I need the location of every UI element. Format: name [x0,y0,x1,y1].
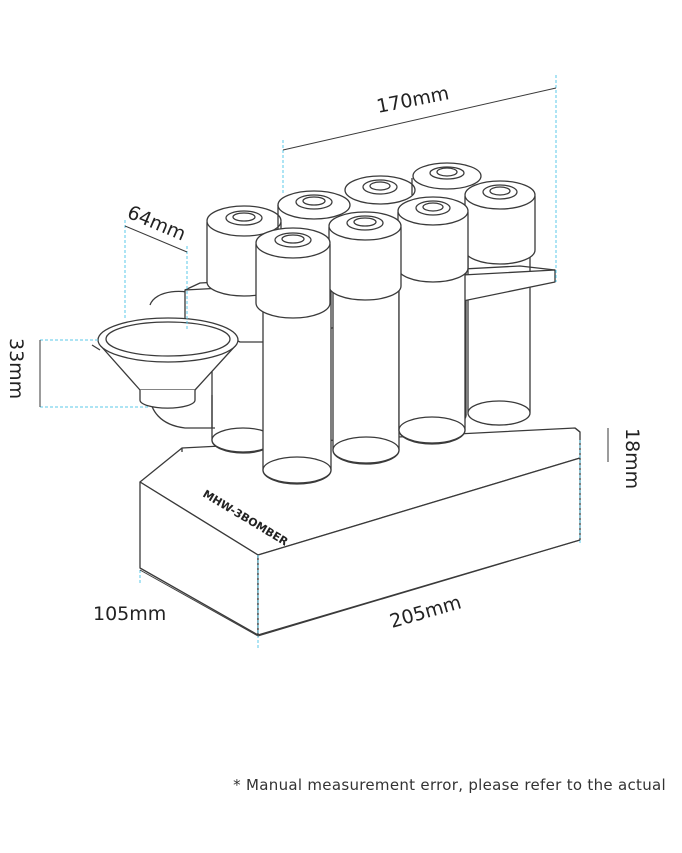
dimension-guides [40,75,581,650]
dimension-lines [39,87,609,637]
cap-mid-right [397,196,469,283]
cap-back-2 [277,190,351,230]
cap-right [464,180,536,265]
measurement-footnote: * Manual measurement error, please refer… [233,776,666,794]
cap-back-4 [411,162,482,195]
label-33mm: 33mm [5,338,27,399]
cap-back-3 [344,175,416,205]
label-205mm: 205mm [387,591,464,632]
base [139,427,581,636]
label-105mm: 105mm [93,603,166,625]
cap-mid [328,211,402,301]
tube-caps [206,162,536,319]
cap-front-left [255,227,331,319]
label-18mm: 18mm [621,428,643,489]
label-170mm: 170mm [375,82,451,118]
funnel [91,317,239,409]
